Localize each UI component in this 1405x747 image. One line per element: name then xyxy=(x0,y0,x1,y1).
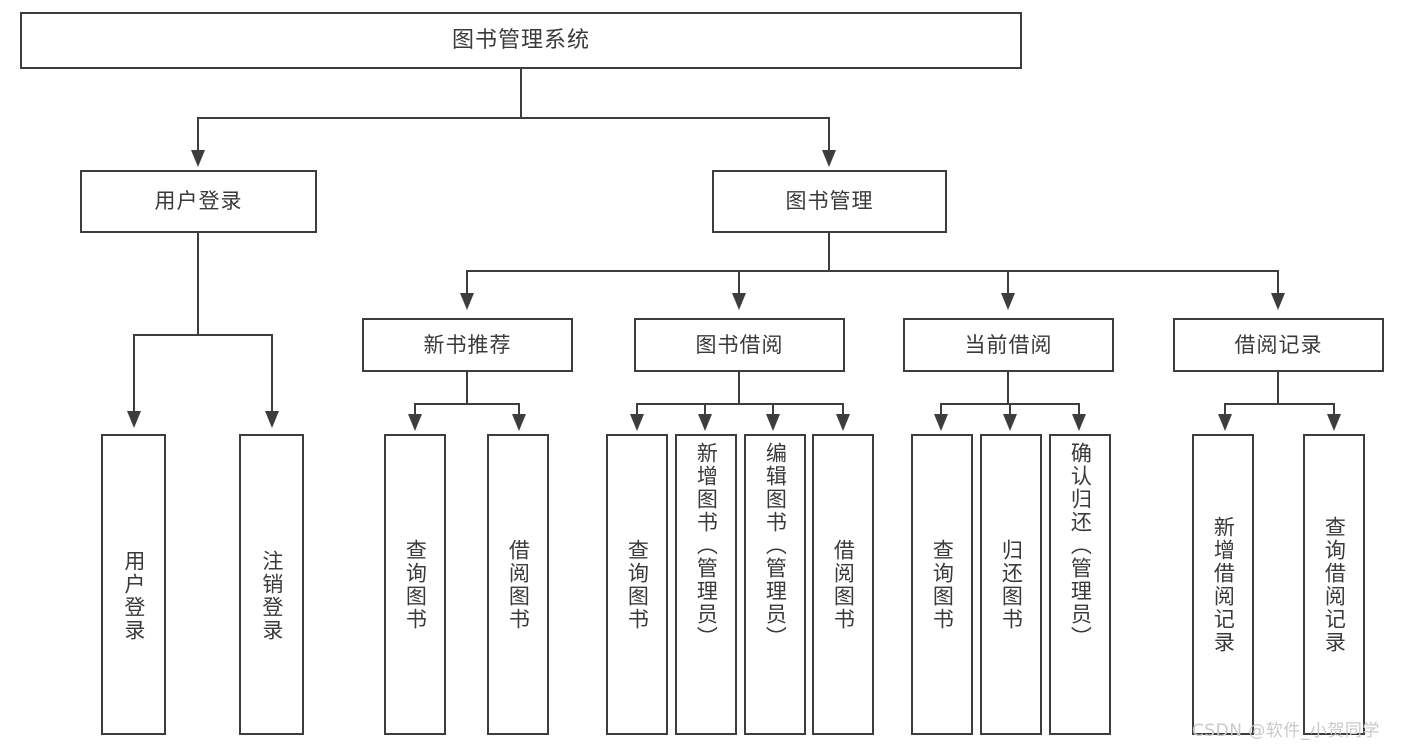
leaf-borrow-book-recommend[interactable]: 借阅图书 xyxy=(487,434,549,735)
arrowhead-new-book xyxy=(460,293,474,310)
arrowhead-bb-2 xyxy=(698,414,712,431)
arrowhead-bb-4 xyxy=(836,414,850,431)
node-book-borrow[interactable]: 图书借阅 xyxy=(634,318,845,372)
arrowhead-book-borrow xyxy=(732,293,746,310)
connector-drop-user-login xyxy=(197,117,199,153)
connector-book-borrow-bus xyxy=(636,403,844,405)
connector-drop-leaf-user-2 xyxy=(271,334,273,414)
node-current-borrow[interactable]: 当前借阅 xyxy=(903,318,1114,372)
leaf-return-book[interactable]: 归还图书 xyxy=(980,434,1042,735)
arrowhead-nb-1 xyxy=(408,414,422,431)
node-label: 图书管理 xyxy=(785,189,874,214)
node-label: 图书借阅 xyxy=(695,332,784,357)
connector-drop-bb-1 xyxy=(636,403,638,417)
connector-book-borrow-stem xyxy=(738,372,740,404)
connector-drop-bb-3 xyxy=(772,403,774,417)
leaf-label: 新增借阅记录 xyxy=(1211,515,1236,654)
connector-root-stem xyxy=(520,69,522,118)
connector-drop-bb-2 xyxy=(704,403,706,417)
connector-new-book-stem xyxy=(466,372,468,404)
connector-drop-cb-2 xyxy=(1009,403,1011,417)
connector-user-login-bus xyxy=(133,334,273,336)
connector-drop-bb-4 xyxy=(842,403,844,417)
leaf-label: 查询借阅记录 xyxy=(1322,515,1347,654)
leaf-label: 注销登录 xyxy=(259,549,284,642)
node-label: 当前借阅 xyxy=(964,332,1053,357)
leaf-label: 借阅图书 xyxy=(506,538,531,631)
connector-drop-cb-1 xyxy=(940,403,942,417)
leaf-label: 查询图书 xyxy=(930,538,955,631)
connector-user-login-stem xyxy=(197,233,199,335)
connector-borrow-record-stem xyxy=(1277,372,1279,404)
arrowhead-leaf-user-2 xyxy=(265,411,279,428)
leaf-add-book-admin[interactable]: 新增图书（管理员） xyxy=(675,434,737,735)
connector-drop-book-mgmt xyxy=(828,117,830,153)
node-label: 用户登录 xyxy=(154,189,243,214)
leaf-query-borrow-record[interactable]: 查询借阅记录 xyxy=(1303,434,1365,735)
leaf-query-book-recommend[interactable]: 查询图书 xyxy=(384,434,446,735)
connector-drop-cb-3 xyxy=(1078,403,1080,417)
connector-drop-new-book xyxy=(466,270,468,296)
leaf-user-login[interactable]: 用户登录 xyxy=(101,434,166,735)
node-book-management[interactable]: 图书管理 xyxy=(712,170,947,233)
connector-drop-borrow-record xyxy=(1277,270,1279,296)
node-label: 借阅记录 xyxy=(1234,332,1323,357)
connector-borrow-record-bus xyxy=(1224,403,1334,405)
leaf-user-logout[interactable]: 注销登录 xyxy=(239,434,304,735)
connector-level2-bus xyxy=(466,270,1278,272)
leaf-add-borrow-record[interactable]: 新增借阅记录 xyxy=(1192,434,1254,735)
connector-drop-nb-1 xyxy=(414,403,416,417)
node-new-book-recommend[interactable]: 新书推荐 xyxy=(362,318,573,372)
leaf-label: 查询图书 xyxy=(625,538,650,631)
arrowhead-br-2 xyxy=(1327,414,1341,431)
leaf-label: 归还图书 xyxy=(999,538,1024,631)
connector-drop-nb-2 xyxy=(518,403,520,417)
connector-new-book-bus xyxy=(414,403,519,405)
leaf-label: 编辑图书（管理员） xyxy=(763,442,788,649)
connector-drop-current-borrow xyxy=(1007,270,1009,296)
leaf-label: 用户登录 xyxy=(121,549,146,642)
arrowhead-cb-1 xyxy=(934,414,948,431)
node-label: 新书推荐 xyxy=(423,332,512,357)
arrowhead-cb-2 xyxy=(1003,414,1017,431)
connector-book-mgmt-stem xyxy=(828,233,830,271)
connector-drop-br-1 xyxy=(1224,403,1226,417)
connector-current-borrow-stem xyxy=(1007,372,1009,404)
connector-drop-leaf-user-1 xyxy=(133,334,135,414)
leaf-label: 查询图书 xyxy=(403,538,428,631)
arrowhead-leaf-user-1 xyxy=(127,411,141,428)
connector-level1-bus xyxy=(197,117,830,119)
leaf-query-book-current[interactable]: 查询图书 xyxy=(911,434,973,735)
leaf-label: 确认归还（管理员） xyxy=(1068,442,1093,649)
node-user-login[interactable]: 用户登录 xyxy=(80,170,317,233)
arrowhead-br-1 xyxy=(1218,414,1232,431)
arrowhead-bb-1 xyxy=(630,414,644,431)
connector-drop-br-2 xyxy=(1333,403,1335,417)
leaf-edit-book-admin[interactable]: 编辑图书（管理员） xyxy=(744,434,806,735)
arrowhead-cb-3 xyxy=(1072,414,1086,431)
leaf-label: 借阅图书 xyxy=(831,538,856,631)
arrowhead-bb-3 xyxy=(766,414,780,431)
arrowhead-borrow-record xyxy=(1271,293,1285,310)
arrowhead-current-borrow xyxy=(1001,293,1015,310)
leaf-label: 新增图书（管理员） xyxy=(694,442,719,649)
leaf-borrow-book[interactable]: 借阅图书 xyxy=(812,434,874,735)
arrowhead-nb-2 xyxy=(512,414,526,431)
node-root-system[interactable]: 图书管理系统 xyxy=(20,12,1022,69)
leaf-query-book-borrow[interactable]: 查询图书 xyxy=(606,434,668,735)
leaf-confirm-return-admin[interactable]: 确认归还（管理员） xyxy=(1049,434,1111,735)
csdn-watermark: CSDN @软件_小贺同学 xyxy=(1192,721,1380,741)
connector-drop-book-borrow xyxy=(738,270,740,296)
node-borrow-record[interactable]: 借阅记录 xyxy=(1173,318,1384,372)
arrowhead-book-mgmt xyxy=(822,150,836,167)
arrowhead-user-login xyxy=(191,150,205,167)
node-label: 图书管理系统 xyxy=(451,27,590,53)
